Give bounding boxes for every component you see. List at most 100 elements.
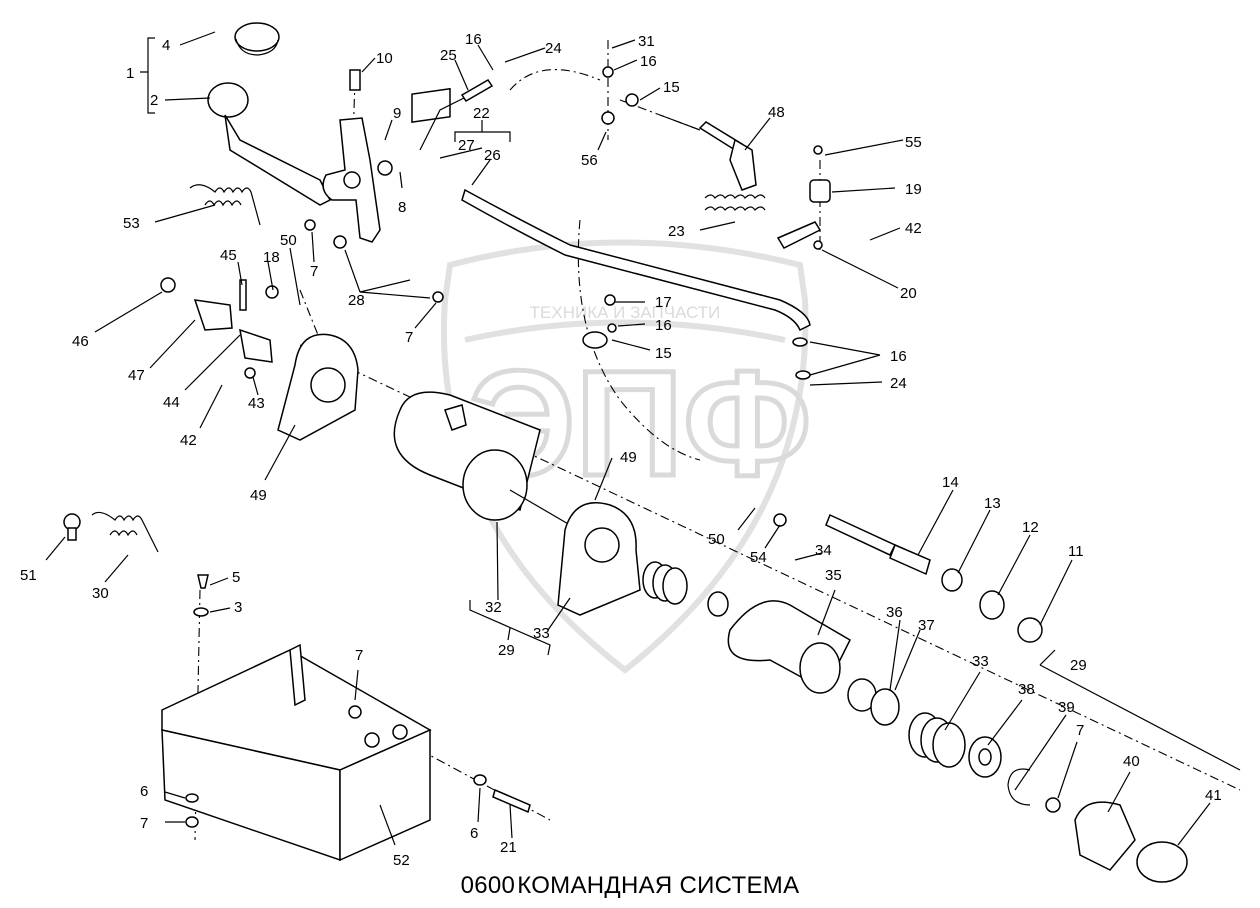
callout-label: 42 xyxy=(180,432,197,449)
callout-label: 25 xyxy=(440,47,457,64)
callout-label: 24 xyxy=(545,40,562,57)
callout-label: 44 xyxy=(163,394,180,411)
callout-label: 36 xyxy=(886,604,903,621)
callout-label: 29 xyxy=(498,642,515,659)
part-shaft-14 xyxy=(825,513,931,576)
callout-label: 49 xyxy=(250,487,267,504)
callout-label: 33 xyxy=(972,653,989,670)
callout-label: 7 xyxy=(1076,722,1084,739)
part-cylinder-32 xyxy=(393,391,571,526)
callout-label: 8 xyxy=(398,199,406,216)
part-bushings-13-11 xyxy=(941,568,1043,643)
part-bolts-5-3 xyxy=(193,574,209,617)
part-spring-pack-33 xyxy=(642,561,729,617)
callout-label: 21 xyxy=(500,839,517,856)
callout-label: 48 xyxy=(768,104,785,121)
part-rod-26 xyxy=(461,188,811,332)
part-housing-35 xyxy=(727,600,851,694)
part-rings-36-37 xyxy=(847,678,900,726)
part-cap-40 xyxy=(1074,801,1136,871)
callout-label: 7 xyxy=(355,647,363,664)
callout-label: 31 xyxy=(638,33,655,50)
part-spring-30 xyxy=(91,511,159,553)
watermark-text: ТЕХНИКА И ЗАПЧАСТИ xyxy=(530,303,721,322)
part-bracket-49-left xyxy=(277,333,359,441)
callout-label: 26 xyxy=(484,147,501,164)
part-knob-51 xyxy=(63,513,81,541)
callout-label: 5 xyxy=(232,569,240,586)
callout-label: 22 xyxy=(473,105,490,122)
callout-label: 30 xyxy=(92,585,109,602)
part-bracket-10-8 xyxy=(322,69,393,243)
callout-label: 52 xyxy=(393,852,410,869)
callout-label: 27 xyxy=(458,137,475,154)
callout-label: 10 xyxy=(376,50,393,67)
callout-label: 50 xyxy=(280,232,297,249)
callout-label: 29 xyxy=(1070,657,1087,674)
part-spring-53 xyxy=(189,184,261,226)
leader-lines xyxy=(45,31,1211,846)
part-ring-41 xyxy=(1136,841,1188,883)
callout-label: 16 xyxy=(640,53,657,70)
callout-labels: 1 2 4 10 9 8 25 16 24 22 27 26 31 16 15 … xyxy=(20,31,1222,869)
callout-label: 7 xyxy=(310,263,318,280)
callout-label: 40 xyxy=(1123,753,1140,770)
page-title: 0600КОМАНДНАЯ СИСТЕМА xyxy=(0,872,1260,900)
callout-label: 24 xyxy=(890,375,907,392)
callout-label: 47 xyxy=(128,367,145,384)
callout-label: 16 xyxy=(890,348,907,365)
part-pin-19 xyxy=(776,179,831,249)
callout-label: 3 xyxy=(234,599,242,616)
callout-label: 46 xyxy=(72,333,89,350)
callout-label: 33 xyxy=(533,625,550,642)
callout-label: 45 xyxy=(220,247,237,264)
callout-label: 35 xyxy=(825,567,842,584)
part-nut-7 xyxy=(1045,797,1061,813)
callout-label: 14 xyxy=(942,474,959,491)
callout-label: 16 xyxy=(465,31,482,48)
callout-label: 51 xyxy=(20,567,37,584)
part-spring-33b xyxy=(908,712,966,768)
callout-label: 23 xyxy=(668,223,685,240)
callout-label: 20 xyxy=(900,285,917,302)
part-link-27 xyxy=(411,78,494,151)
part-washers-6-7 xyxy=(185,774,487,828)
callout-label: 1 xyxy=(126,65,134,82)
part-small-hardware xyxy=(239,66,823,719)
part-cable-48 xyxy=(659,114,757,191)
part-bracket-49-right xyxy=(557,502,641,616)
callout-label: 6 xyxy=(470,825,478,842)
callout-label: 54 xyxy=(750,549,767,566)
callout-label: 7 xyxy=(140,815,148,832)
callout-label: 41 xyxy=(1205,787,1222,804)
callout-label: 13 xyxy=(984,495,1001,512)
part-spring-23 xyxy=(704,194,766,211)
callout-label: 56 xyxy=(581,152,598,169)
callout-label: 42 xyxy=(905,220,922,237)
callout-label: 6 xyxy=(140,783,148,800)
callout-label: 11 xyxy=(1068,543,1084,560)
part-control-lever-2 xyxy=(207,82,332,206)
title-code: 0600 xyxy=(460,872,516,899)
group-brackets xyxy=(140,37,1241,771)
part-cap-4 xyxy=(234,22,280,56)
callout-label: 37 xyxy=(918,617,935,634)
part-mount-plate-52 xyxy=(161,643,432,862)
callout-label: 28 xyxy=(348,292,365,309)
callout-label: 43 xyxy=(248,395,265,412)
callout-label: 17 xyxy=(655,294,672,311)
callout-label: 50 xyxy=(708,531,725,548)
callout-label: 19 xyxy=(905,181,922,198)
part-clamp-47-44 xyxy=(160,277,273,363)
callout-label: 32 xyxy=(485,599,502,616)
callout-label: 18 xyxy=(263,249,280,266)
part-pin-21 xyxy=(492,788,531,814)
part-washer-38 xyxy=(968,736,1002,778)
part-circlip-39 xyxy=(1007,768,1031,806)
callout-label: 2 xyxy=(150,92,158,109)
callout-label: 34 xyxy=(815,542,832,559)
callout-label: 53 xyxy=(123,215,140,232)
callout-label: 4 xyxy=(162,37,170,54)
callout-label: 55 xyxy=(905,134,922,151)
